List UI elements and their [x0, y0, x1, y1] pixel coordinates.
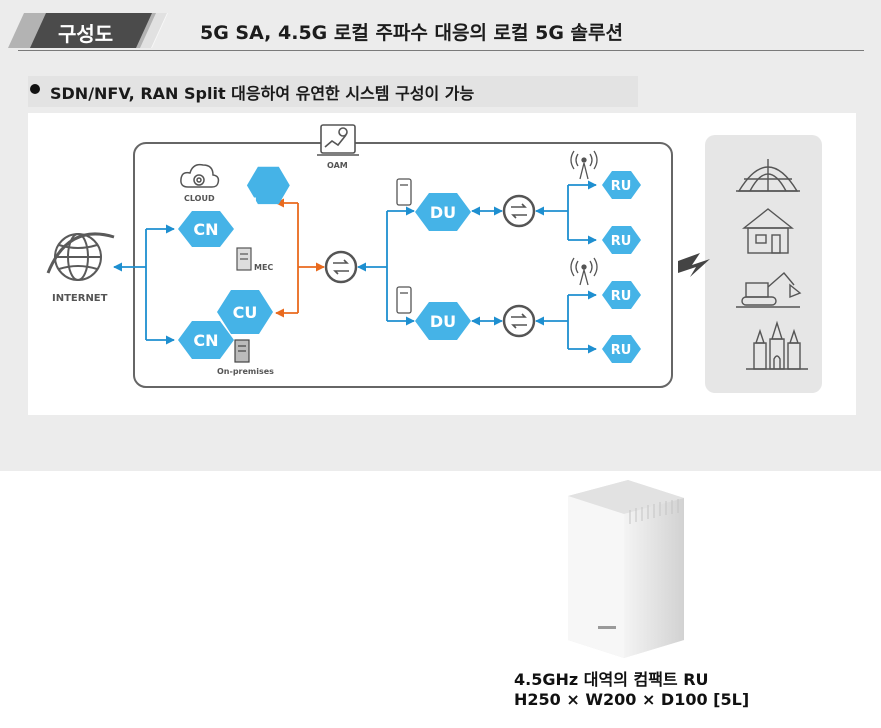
device-side	[624, 498, 684, 658]
oam-label: OAM	[327, 161, 348, 170]
cn-node-bottom	[178, 321, 234, 359]
du-device-icon-bottom	[396, 286, 412, 314]
use-case-panel	[705, 135, 822, 393]
product-caption-line1: 4.5GHz 대역의 컴팩트 RU	[514, 670, 709, 689]
switch-icon-center	[324, 250, 358, 284]
connection-lines	[113, 180, 597, 354]
product-caption-line2: H250 × W200 × D100 [5L]	[514, 690, 750, 709]
switch-icon-bottom	[502, 304, 536, 338]
onprem-label: On-premises	[217, 367, 274, 376]
cloud-gear-icon	[180, 163, 220, 188]
stadium-dome-icon	[736, 159, 800, 192]
internet-label: INTERNET	[52, 293, 108, 304]
wireless-bolt-icon	[678, 253, 710, 277]
mec-server-icon	[236, 247, 252, 271]
oam-monitor-icon	[317, 124, 359, 156]
du-device-icon-top	[396, 178, 412, 206]
house-icon	[741, 208, 795, 254]
du-label-bottom: DU	[430, 312, 456, 331]
du-node-bottom	[415, 302, 471, 340]
cu-node-top	[246, 166, 290, 205]
du-node-top	[415, 193, 471, 231]
cu-label-top: CU	[233, 194, 258, 213]
device-front	[568, 496, 624, 658]
ru-label-3: RU	[611, 289, 632, 304]
mec-label: MEC	[254, 263, 273, 272]
castle-icon	[746, 320, 808, 370]
device-top	[568, 480, 684, 514]
device-vent	[629, 499, 679, 524]
cn-label-top: CN	[193, 220, 218, 239]
ru-node-3	[602, 281, 641, 309]
antenna-icon-top	[570, 150, 598, 180]
cn-node-top	[178, 211, 234, 247]
ru-node-4	[602, 335, 641, 363]
globe-icon	[46, 232, 115, 281]
du-label-top: DU	[430, 203, 456, 222]
compact-ru-device-image	[568, 480, 684, 658]
ru-label-1: RU	[611, 179, 632, 194]
architecture-diagram: INTERNET OAM CLOUD MEC On-premises CU CN…	[28, 113, 856, 415]
system-boundary	[133, 142, 673, 388]
bullet-dot	[30, 84, 40, 94]
excavator-icon	[736, 272, 802, 308]
ru-label-4: RU	[611, 343, 632, 358]
cu-label-bottom: CU	[233, 303, 258, 322]
cn-label-bottom: CN	[193, 331, 218, 350]
header-divider	[18, 50, 864, 51]
bullet-text: SDN/NFV, RAN Split 대응하여 유연한 시스템 구성이 가능	[50, 84, 475, 103]
section-tab	[8, 13, 168, 48]
ru-node-2	[602, 226, 641, 254]
device-logo-mark	[598, 626, 616, 629]
ru-label-2: RU	[611, 234, 632, 249]
cu-node-bottom	[217, 290, 273, 334]
bullet-bar	[28, 76, 638, 107]
antenna-icon-bottom	[570, 257, 598, 286]
section-label: 구성도	[58, 22, 114, 46]
onprem-server-icon	[234, 339, 250, 363]
page-title: 5G SA, 4.5G 로컬 주파수 대응의 로컬 5G 솔루션	[200, 22, 624, 44]
switch-icon-top	[502, 194, 536, 228]
cloud-label: CLOUD	[184, 194, 215, 203]
ru-node-1	[602, 171, 641, 199]
